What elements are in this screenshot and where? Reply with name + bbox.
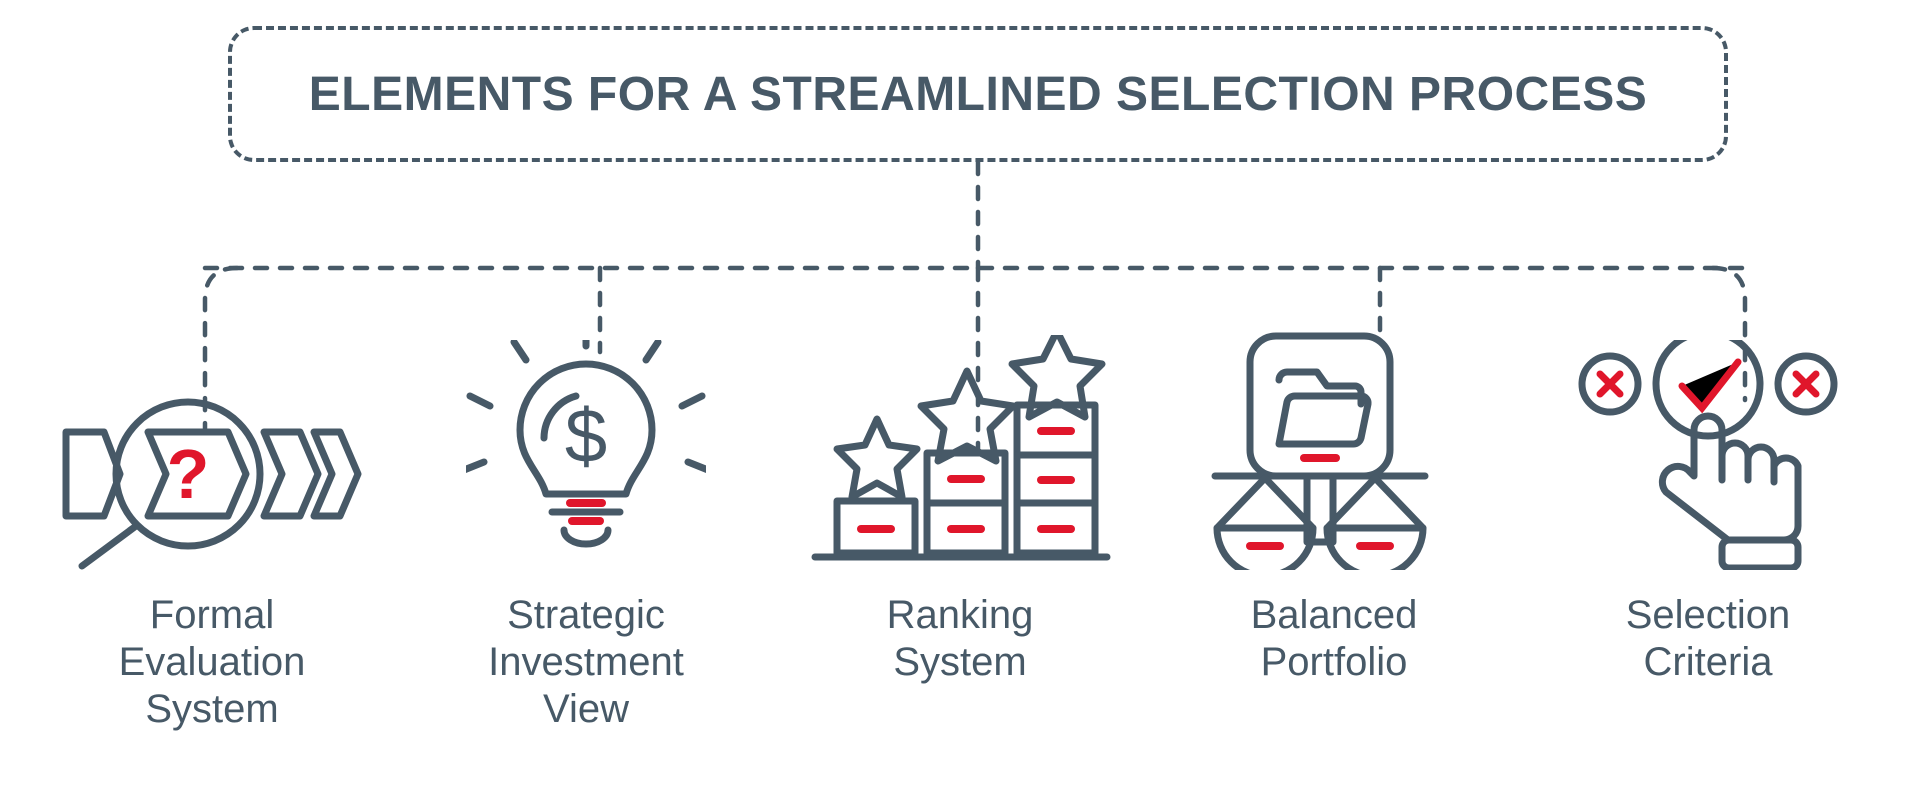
dollar-glyph: $	[565, 394, 607, 479]
rank-bar-2-bottom	[923, 499, 1009, 557]
cross-mark-right	[1792, 370, 1820, 398]
hand-cuff	[1718, 536, 1802, 570]
icon-wrap: $	[466, 300, 706, 570]
rank-bar-1	[833, 497, 919, 557]
node-label: Ranking System	[886, 593, 1034, 685]
cross-mark-left	[1596, 370, 1624, 398]
node-label: Balanced Portfolio	[1250, 593, 1418, 685]
check-mark	[1678, 358, 1742, 414]
star-icon	[1008, 335, 1106, 421]
node-label: Selection Criteria	[1625, 593, 1791, 685]
node-strategic-investment-view[interactable]: $ Strategic Investment View	[400, 300, 772, 734]
cross-circle-left	[1578, 352, 1642, 416]
question-mark-glyph: ?	[167, 435, 210, 513]
icon-wrap	[805, 300, 1115, 570]
node-row: ? Formal Evaluation System	[0, 300, 1920, 780]
pan-left	[1213, 524, 1317, 570]
hand-icon	[1658, 412, 1802, 544]
pan-right	[1323, 524, 1427, 570]
hand-checkmark-crosses-icon	[1578, 340, 1838, 570]
scales-folder-icon	[1211, 332, 1429, 570]
rank-bar-3-bottom	[1013, 499, 1099, 557]
folder-icon	[1275, 368, 1365, 408]
node-balanced-portfolio[interactable]: Balanced Portfolio	[1148, 300, 1520, 686]
node-formal-evaluation-system[interactable]: ? Formal Evaluation System	[26, 300, 398, 734]
node-label: Strategic Investment View	[488, 593, 684, 732]
check-circle	[1652, 340, 1764, 440]
icon-wrap	[1209, 300, 1459, 570]
icon-wrap: ?	[52, 300, 372, 570]
icon-wrap	[1578, 300, 1838, 570]
lightbulb-dollar-icon: $	[466, 340, 706, 548]
ranking-bars-stars-icon	[811, 335, 1111, 561]
node-label: Formal Evaluation System	[118, 593, 306, 732]
star-icon	[833, 415, 921, 501]
node-ranking-system[interactable]: Ranking System	[774, 300, 1146, 686]
star-icon	[917, 367, 1017, 465]
title-box: Elements for a Streamlined Selection Pro…	[228, 26, 1728, 162]
node-selection-criteria[interactable]: Selection Criteria	[1522, 300, 1894, 686]
cross-circle-right	[1774, 352, 1838, 416]
page-title: Elements for a Streamlined Selection Pro…	[308, 67, 1648, 121]
magnifier-question-chevrons-icon: ?	[62, 398, 362, 570]
